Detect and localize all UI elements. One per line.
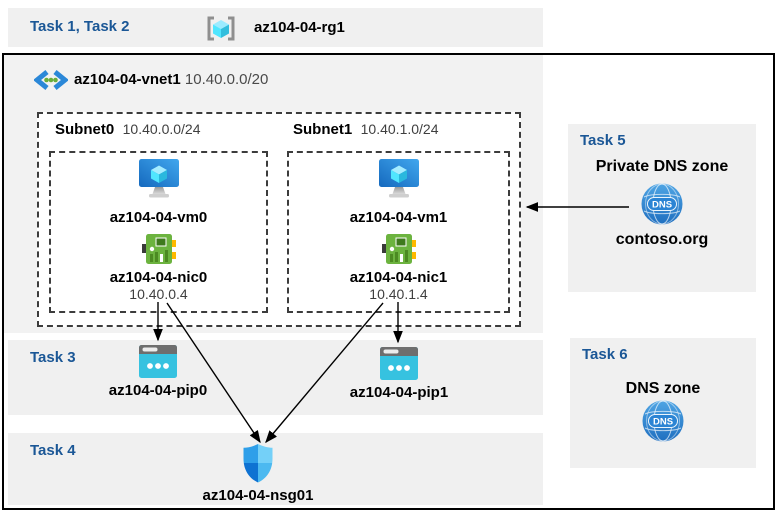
virtual-network-icon xyxy=(34,69,68,91)
vm-icon xyxy=(376,159,422,199)
nic-icon xyxy=(381,232,417,266)
vnet-address-space-box xyxy=(37,112,521,327)
public-ip-icon xyxy=(380,347,418,380)
subnet1-box: az104-04-vm1 az104-04-nic1 10.40.1.4 xyxy=(287,151,510,313)
dns-icon-text: DNS xyxy=(652,200,672,211)
vm-name: az104-04-vm1 xyxy=(349,209,448,226)
network-security-group: az104-04-nsg01 xyxy=(188,443,328,504)
vnet-title: az104-04-vnet1 10.40.0.0/20 xyxy=(74,71,268,88)
subnet0-name: Subnet0 xyxy=(55,121,115,138)
public-ip-name: az104-04-pip0 xyxy=(108,382,208,399)
dns-globe-icon: DNS xyxy=(641,183,683,225)
task4-band: Task 4 xyxy=(8,433,543,505)
nsg-shield-icon xyxy=(242,443,274,483)
task6-label: Task 6 xyxy=(582,346,628,363)
subnet1-cidr: 10.40.1.0/24 xyxy=(360,121,439,137)
private-dns-zone-name: contoso.org xyxy=(615,231,709,248)
private-dns-zone-title: Private DNS zone xyxy=(595,158,729,175)
vnet-name: az104-04-vnet1 xyxy=(74,71,181,88)
nic-icon xyxy=(141,232,177,266)
dns-zone-title: DNS zone xyxy=(625,380,701,397)
nic-ip: 10.40.1.4 xyxy=(369,286,428,302)
public-ip-icon xyxy=(139,345,177,378)
resource-group-icon xyxy=(206,15,236,42)
subnet1-name: Subnet1 xyxy=(293,121,353,138)
task1-2-band: Task 1, Task 2 az104-04-rg1 xyxy=(8,8,543,47)
subnet0-cidr: 10.40.0.0/24 xyxy=(122,121,201,137)
task6-box: Task 6 DNS zone DNS xyxy=(570,338,756,468)
dns-globe-icon: DNS xyxy=(642,400,684,442)
vm-name: az104-04-vm0 xyxy=(109,209,208,226)
task4-label: Task 4 xyxy=(30,442,76,459)
nsg-name: az104-04-nsg01 xyxy=(202,487,314,504)
public-ip-1: az104-04-pip1 xyxy=(329,347,469,401)
task1-2-label: Task 1, Task 2 xyxy=(30,18,130,35)
vnet-cidr: 10.40.0.0/20 xyxy=(184,71,269,88)
vm-icon xyxy=(136,159,182,199)
nic-name: az104-04-nic0 xyxy=(109,269,208,286)
task5-box: Task 5 Private DNS zone DNS contoso.org xyxy=(568,124,756,292)
nic-name: az104-04-nic1 xyxy=(349,269,448,286)
public-ip-0: az104-04-pip0 xyxy=(88,345,228,399)
task3-label: Task 3 xyxy=(30,349,76,366)
subnet1-label: Subnet1 10.40.1.0/24 xyxy=(293,121,439,139)
task5-label: Task 5 xyxy=(580,132,626,149)
nic-ip: 10.40.0.4 xyxy=(129,286,188,302)
public-ip-name: az104-04-pip1 xyxy=(349,384,449,401)
dns-icon-text: DNS xyxy=(653,417,673,428)
resource-group-name: az104-04-rg1 xyxy=(254,19,345,36)
subnet0-label: Subnet0 10.40.0.0/24 xyxy=(55,121,201,139)
subnet0-box: az104-04-vm0 az104-04-nic0 10.40.0.4 xyxy=(49,151,268,313)
